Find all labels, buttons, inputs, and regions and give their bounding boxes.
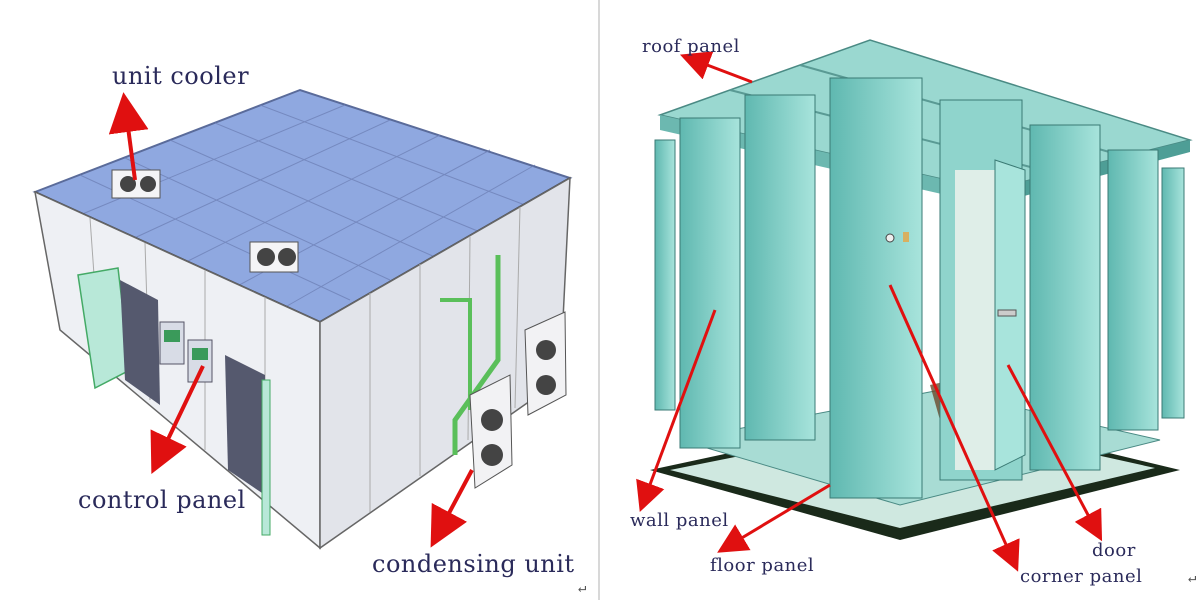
label-control-panel: control panel	[78, 486, 246, 514]
label-corner-panel: corner panel	[1020, 566, 1143, 587]
label-door: door	[1092, 540, 1136, 561]
refrigerant-pipe	[452, 255, 501, 455]
arrow-control-panel	[150, 365, 205, 475]
arrow-floor-panel	[717, 483, 831, 553]
condensing-unit-icon	[469, 311, 567, 489]
label-wall-panel: wall panel	[630, 510, 729, 531]
arrow-condensing-unit	[430, 469, 474, 548]
arrow-corner-panel	[888, 284, 1020, 572]
wall-panels	[654, 77, 1185, 499]
control-box-1	[159, 321, 185, 365]
arrow-roof-panel	[679, 51, 753, 84]
arrow-unit-cooler	[108, 92, 149, 181]
return-mark-left: ↵	[578, 580, 587, 596]
cold-room-illustration	[32, 88, 573, 550]
label-condensing-unit: condensing unit	[372, 550, 575, 578]
label-roof-panel: roof panel	[642, 36, 740, 57]
arrow-door	[1006, 364, 1103, 542]
cold-room-diagram: unit cooler control panel condensing uni…	[0, 0, 590, 600]
label-floor-panel: floor panel	[710, 555, 815, 576]
arrow-wall-panel	[636, 309, 717, 513]
doorway-left	[120, 280, 160, 405]
panel-exploded-diagram: roof panel wall panel floor panel door c…	[598, 0, 1200, 600]
return-mark-right: ↵	[1188, 570, 1197, 586]
label-unit-cooler: unit cooler	[112, 62, 250, 90]
exploded-panels-illustration	[636, 39, 1193, 572]
corner-panel-shape	[829, 77, 923, 499]
doorway-right	[225, 355, 265, 495]
